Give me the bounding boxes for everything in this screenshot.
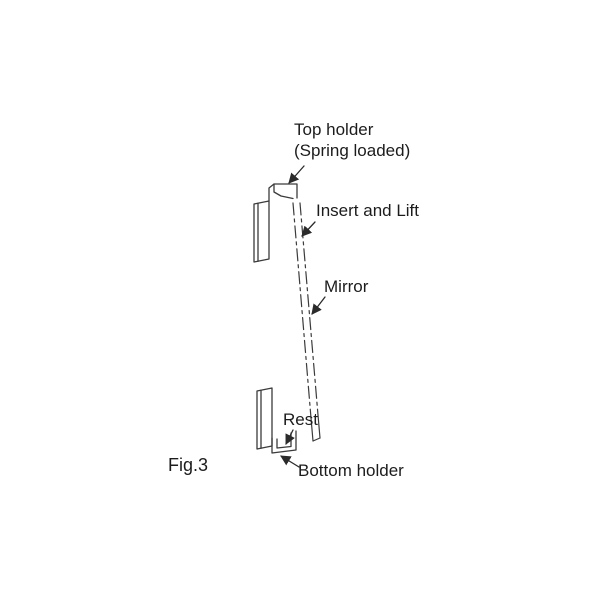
mirror-arrow — [311, 296, 326, 315]
bottom-holder-arrow — [280, 455, 300, 468]
rest-label: Rest — [283, 410, 318, 429]
top-holder-label-line1: Top holder — [294, 120, 374, 139]
top-holder-label-line2: (Spring loaded) — [294, 141, 411, 160]
insert-lift-arrow — [301, 221, 316, 237]
bottom-holder-drawing — [256, 387, 297, 454]
figure-caption: Fig.3 — [168, 455, 209, 475]
bottom-holder-label: Bottom holder — [298, 461, 404, 480]
insert-lift-label: Insert and Lift — [316, 201, 420, 220]
top-holder-drawing — [253, 183, 298, 263]
rest-arrow — [285, 429, 295, 445]
mirror-drawing — [292, 202, 321, 442]
mirror-label: Mirror — [324, 277, 369, 296]
top-holder-label: Top holder (Spring loaded) — [294, 119, 410, 161]
top-holder-arrow — [288, 165, 305, 184]
leader-arrows — [280, 165, 326, 468]
